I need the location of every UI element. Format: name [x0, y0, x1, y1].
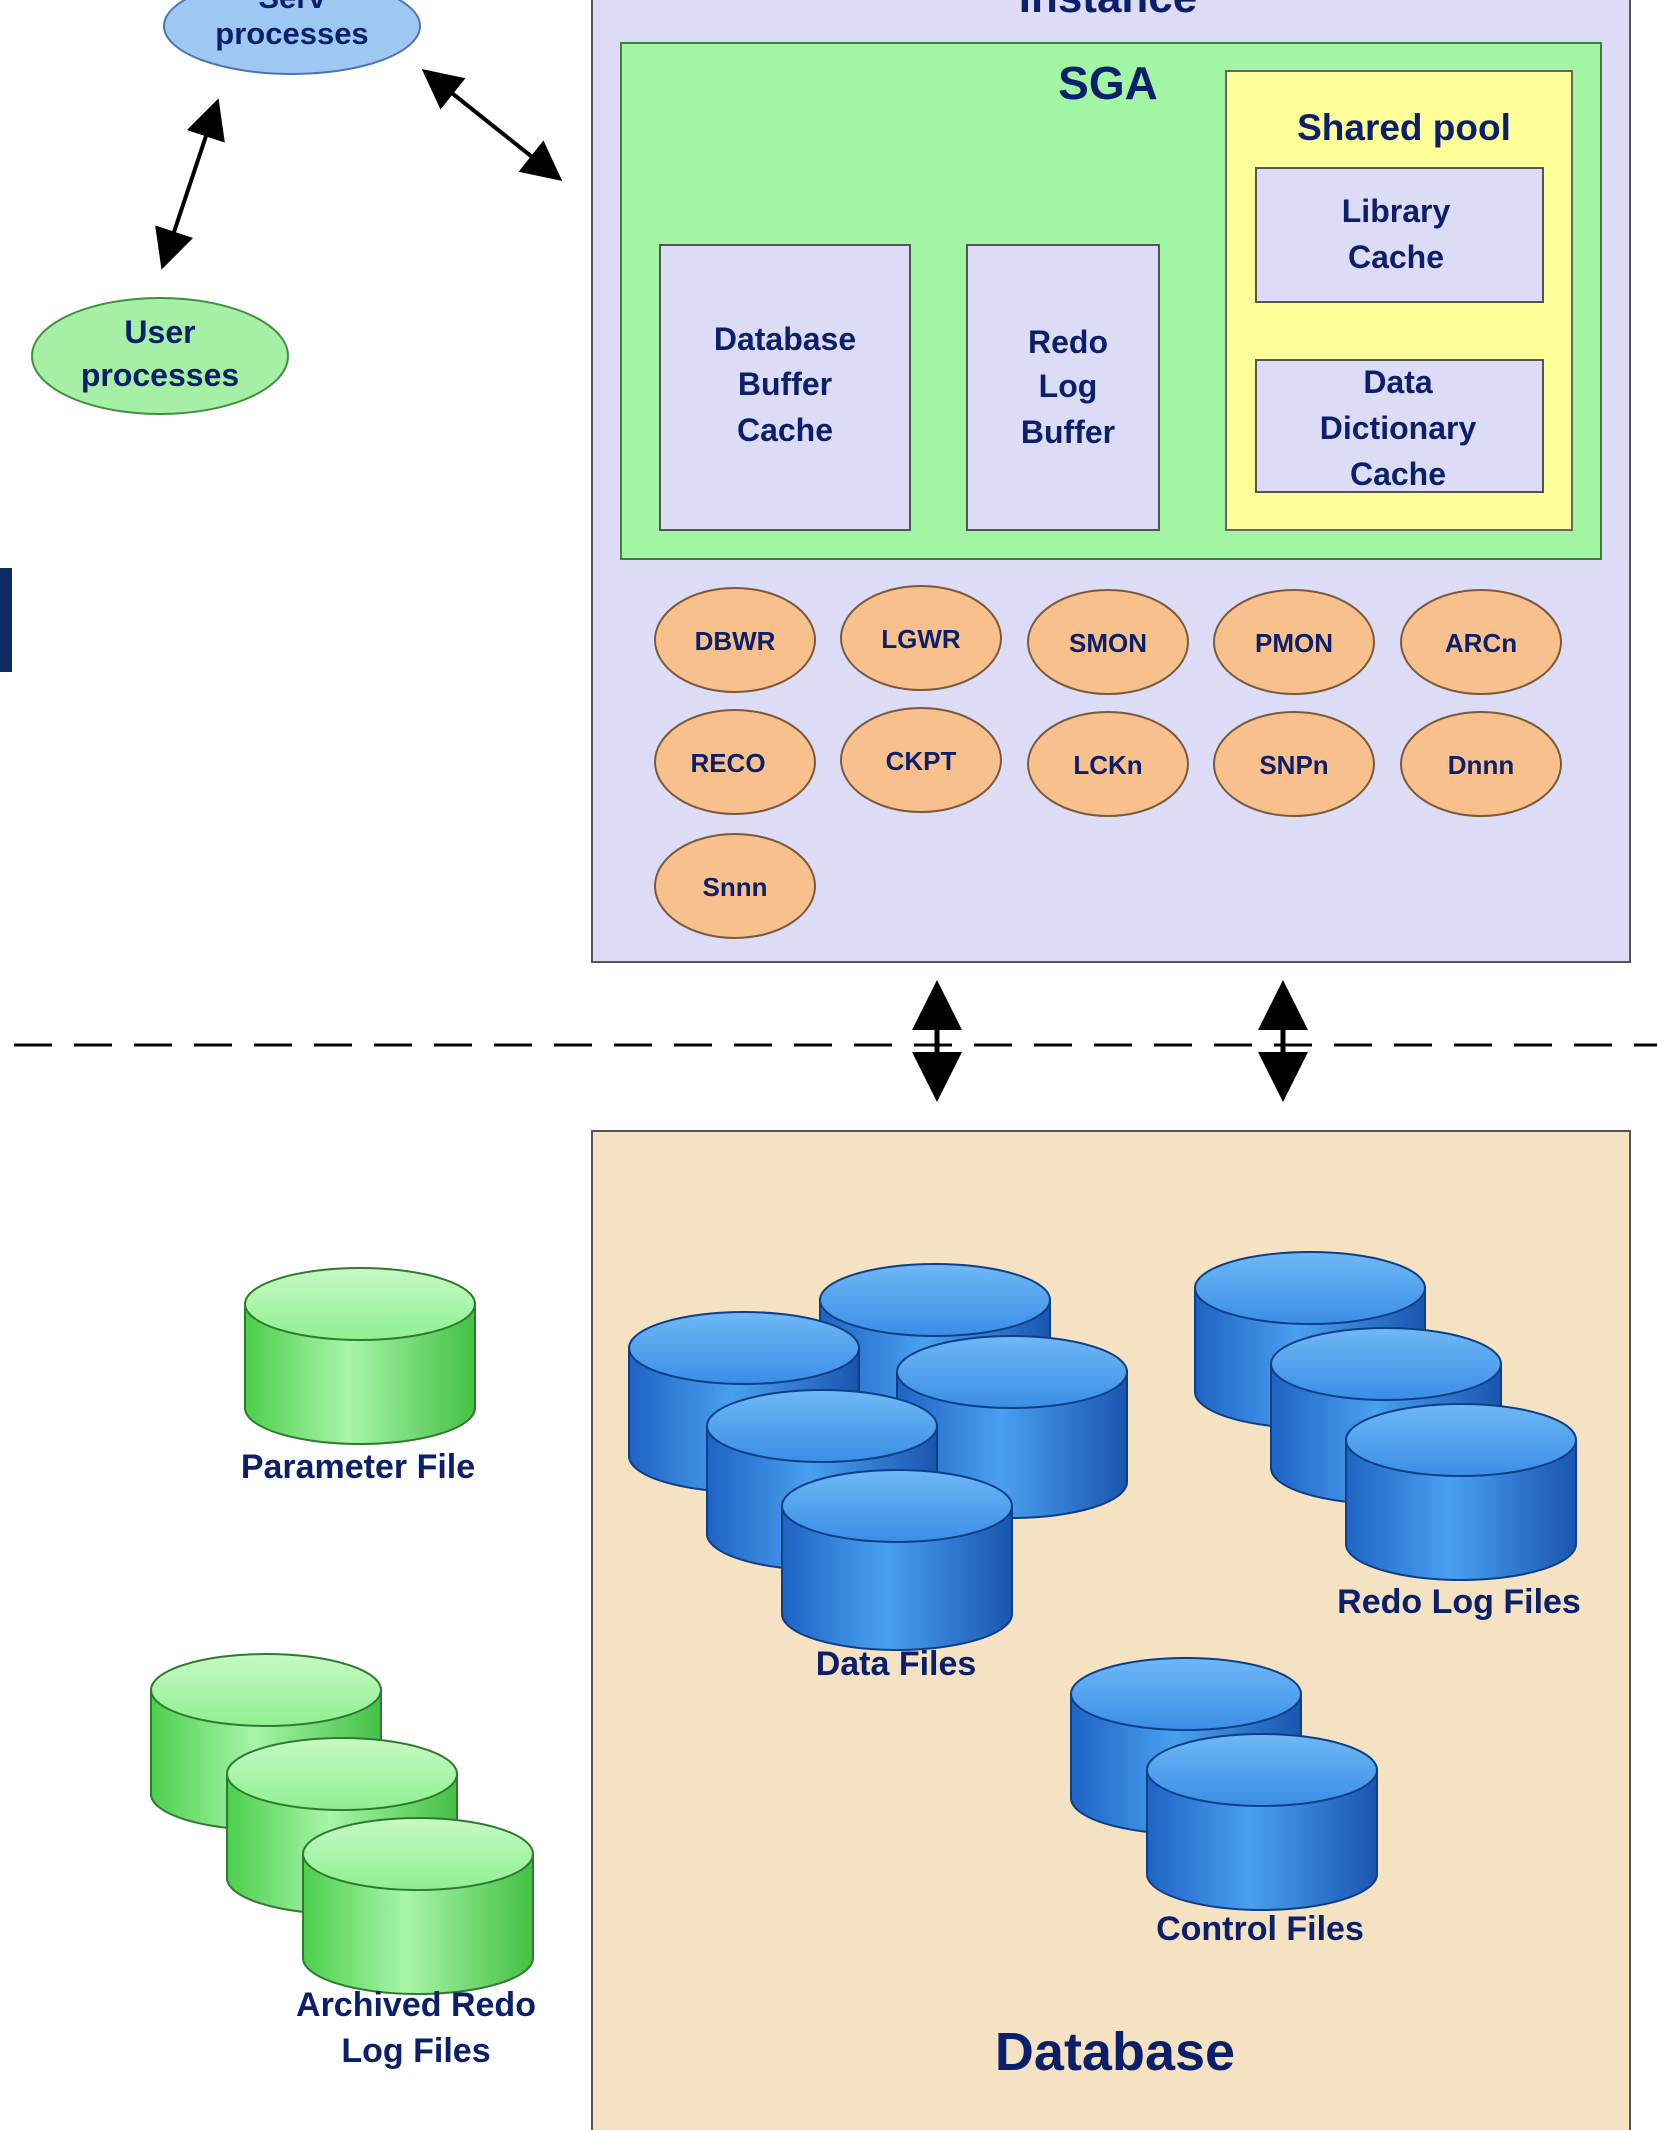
data-dictionary-cache-box: Data Dictionary Cache: [1255, 359, 1544, 493]
ddc-line3: Cache: [1350, 456, 1446, 492]
redo-log-files-label: Redo Log Files: [1337, 1583, 1581, 1621]
process-arcn-label: ARCn: [1445, 628, 1517, 658]
process-arcn: ARCn: [1400, 589, 1562, 695]
user-processes-label-line1: User: [124, 314, 195, 350]
library-cache-line2: Cache: [1348, 239, 1444, 275]
process-ckpt: CKPT: [840, 707, 1002, 813]
process-dbwr-label: DBWR: [695, 626, 776, 656]
process-dnnn: Dnnn: [1400, 711, 1562, 817]
server-processes-node: Serv processes: [163, 0, 421, 75]
process-lgwr-label: LGWR: [881, 624, 961, 654]
process-snnn-label: Snnn: [703, 872, 768, 902]
dbc-line1: Database: [714, 321, 856, 357]
left-edge-bar: [0, 568, 12, 672]
archived-redo-label-line2: Log Files: [341, 2032, 490, 2070]
process-reco-label: RECO: [690, 748, 765, 778]
arrow-user-server: [155, 98, 225, 270]
rlb-line2: Log: [1039, 368, 1098, 404]
process-snpn: SNPn: [1213, 711, 1375, 817]
process-dbwr: DBWR: [654, 587, 816, 693]
ddc-line1: Data: [1363, 364, 1433, 400]
instance-title: Instance: [1019, 0, 1198, 22]
user-processes-label-line2: processes: [81, 357, 239, 393]
rlb-line3: Buffer: [1021, 414, 1115, 450]
rlb-line1: Redo: [1028, 324, 1108, 360]
process-lckn-label: LCKn: [1073, 750, 1142, 780]
process-snnn: Snnn: [654, 833, 816, 939]
library-cache-line1: Library: [1342, 193, 1451, 229]
parameter-file-cylinder: [244, 1267, 476, 1445]
process-pmon: PMON: [1213, 589, 1375, 695]
parameter-file-label: Parameter File: [241, 1448, 475, 1486]
data-file-cylinder-5: [781, 1469, 1013, 1651]
process-snpn-label: SNPn: [1259, 750, 1328, 780]
process-lgwr: LGWR: [840, 585, 1002, 691]
server-processes-label-line1: Serv: [258, 0, 326, 15]
ddc-line2: Dictionary: [1320, 410, 1477, 446]
user-processes-node: User processes: [31, 297, 289, 415]
redo-log-file-cylinder-3: [1345, 1403, 1577, 1581]
control-files-label: Control Files: [1156, 1910, 1364, 1948]
database-title: Database: [995, 2022, 1235, 2082]
file-cylinders: [150, 1251, 1577, 1995]
process-pmon-label: PMON: [1255, 628, 1333, 658]
shared-pool-title: Shared pool: [1297, 107, 1511, 148]
server-processes-label-line2: processes: [215, 16, 368, 51]
archived-redo-label-line1: Archived Redo: [296, 1986, 536, 2024]
database-buffer-cache-box: Database Buffer Cache: [659, 244, 911, 531]
process-smon: SMON: [1027, 589, 1189, 695]
process-lckn: LCKn: [1027, 711, 1189, 817]
data-files-label: Data Files: [816, 1645, 977, 1683]
dbc-line3: Cache: [737, 412, 833, 448]
library-cache-box: Library Cache: [1255, 167, 1544, 303]
arrow-server-instance: [421, 69, 563, 181]
process-smon-label: SMON: [1069, 628, 1147, 658]
database-box: Database: [591, 1130, 1631, 2130]
archived-redo-cylinder-3: [302, 1817, 534, 1995]
sga-title: SGA: [1058, 57, 1158, 109]
dbc-line2: Buffer: [738, 366, 832, 402]
process-reco: RECO: [654, 709, 816, 815]
process-ckpt-label: CKPT: [886, 746, 957, 776]
control-file-cylinder-2: [1146, 1733, 1378, 1911]
redo-log-buffer-box: Redo Log Buffer: [966, 244, 1160, 531]
process-dnnn-label: Dnnn: [1448, 750, 1514, 780]
background-processes: DBWR LGWR SMON PMON ARCn RECO CKPT LCKn: [654, 585, 1562, 939]
